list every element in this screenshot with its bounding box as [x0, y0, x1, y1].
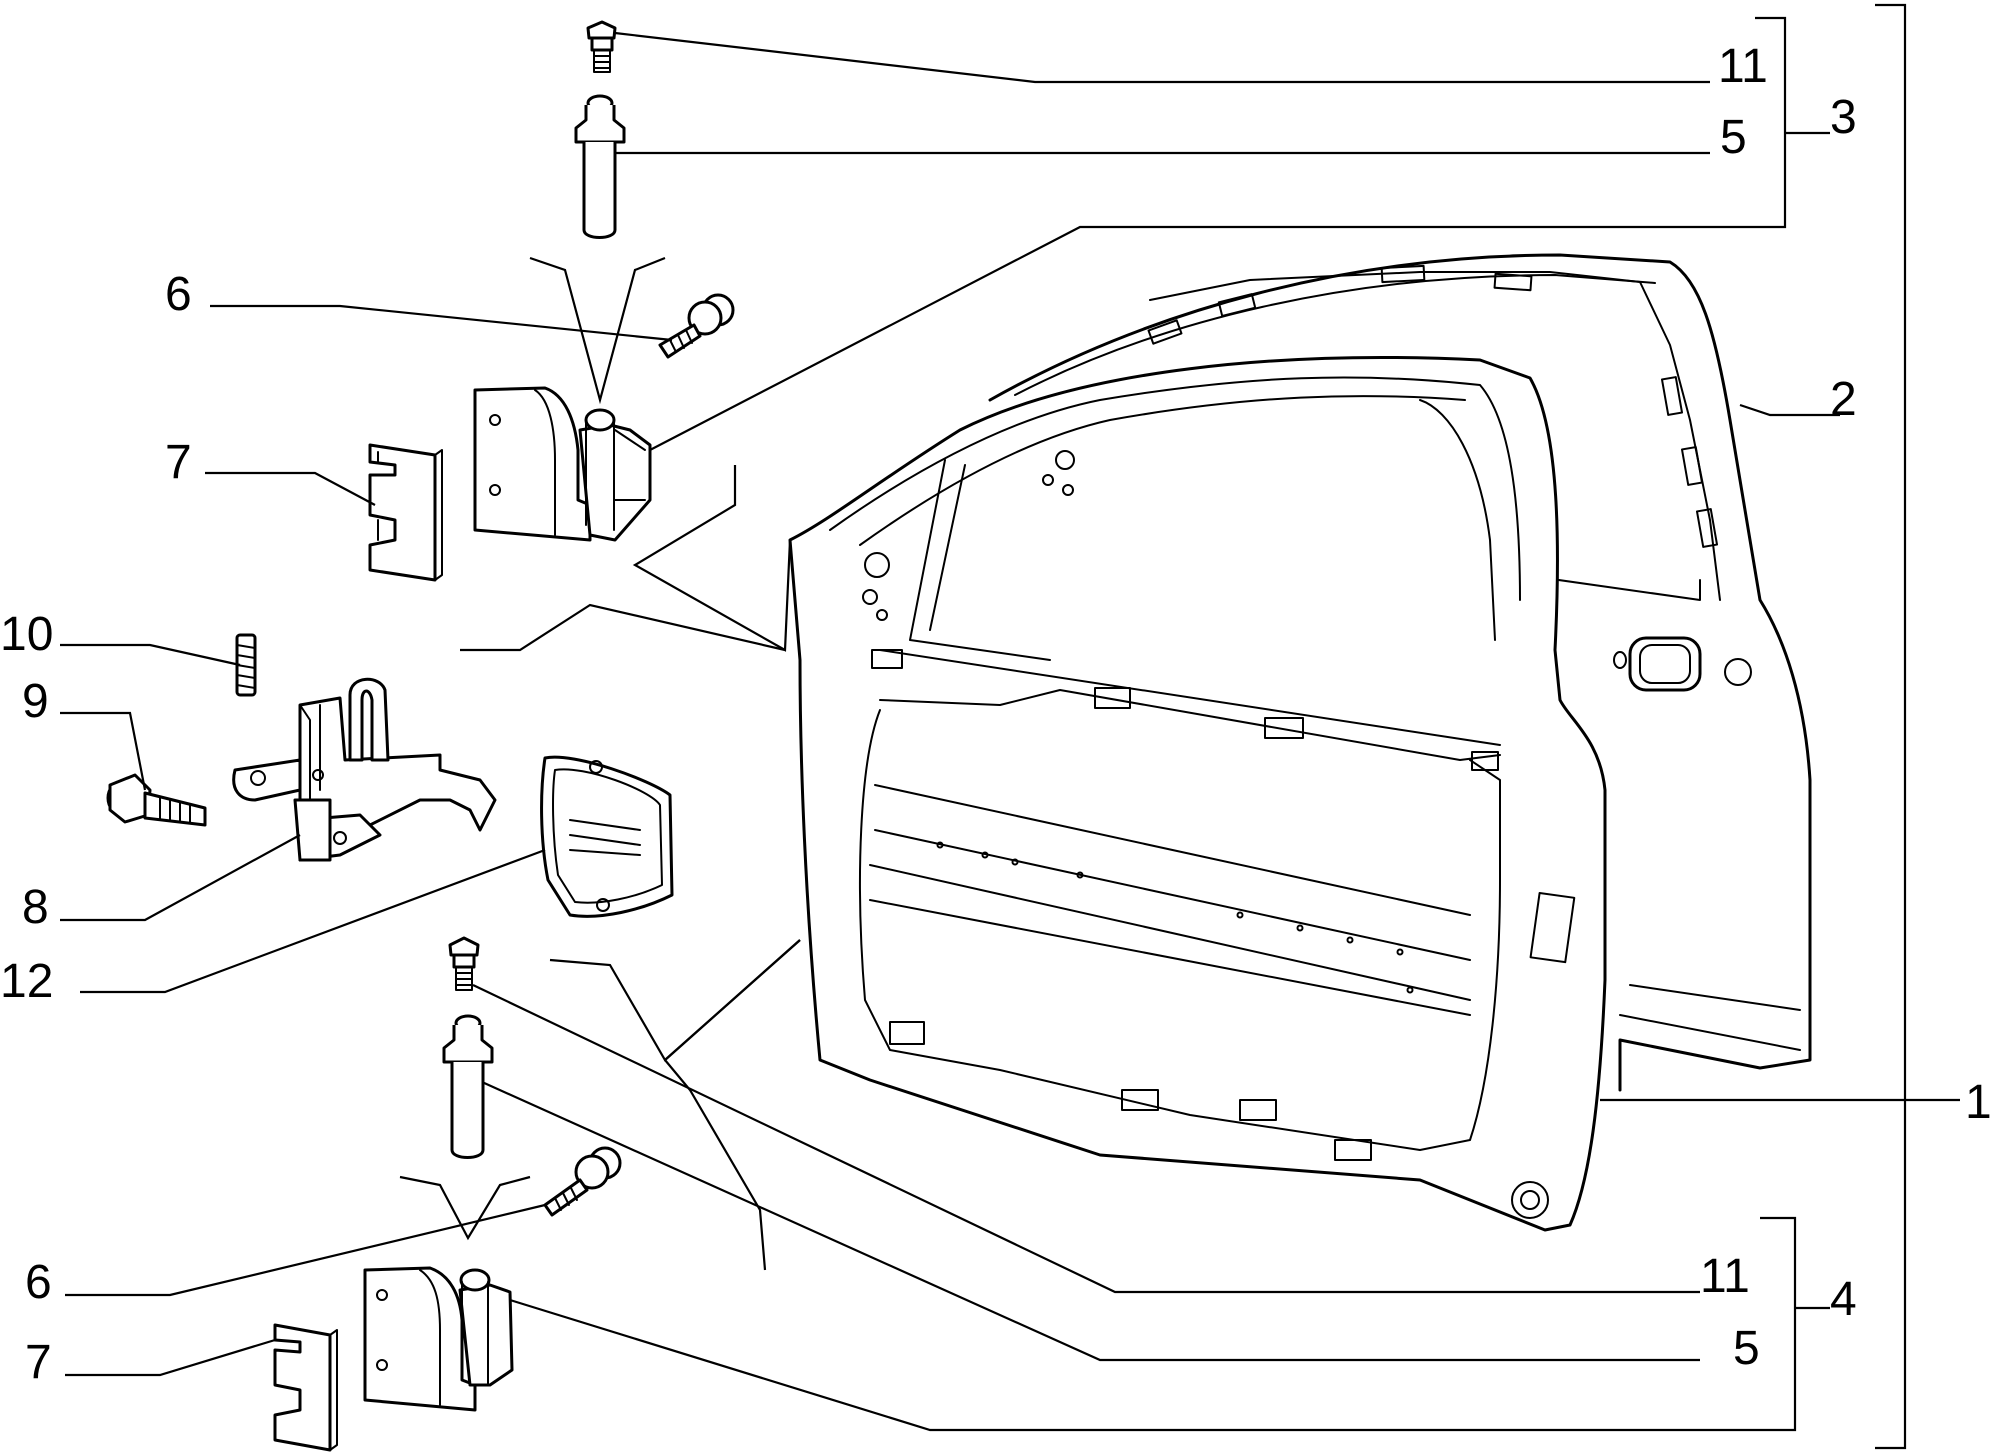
callout-4: 4 [1830, 1273, 1857, 1326]
callout-6-top: 6 [165, 268, 192, 321]
top-hinge-pin-5 [574, 94, 626, 239]
callout-5-top: 5 [1720, 111, 1747, 164]
callout-2: 2 [1830, 373, 1857, 426]
door-outer-panel [988, 253, 1812, 1092]
pad-12 [540, 755, 674, 918]
callout-labels: 1 2 3 4 11 5 6 7 10 9 8 12 11 5 6 7 [0, 40, 1992, 1389]
callout-12: 12 [0, 955, 53, 1008]
top-hinge-screw-11 [586, 20, 617, 73]
check-strap-8 [232, 677, 497, 862]
top-hinge-body [473, 386, 652, 542]
callout-6-bottom: 6 [25, 1256, 52, 1309]
top-hinge-shim-7 [368, 443, 443, 582]
door-inner-frame [788, 356, 1607, 1232]
callout-3: 3 [1830, 91, 1857, 144]
callout-9: 9 [22, 675, 49, 728]
check-strap-bolt-9 [106, 773, 207, 827]
callout-1: 1 [1965, 1076, 1992, 1129]
bottom-hinge-pin-5 [442, 1014, 494, 1159]
callout-11-top: 11 [1718, 40, 1768, 93]
callout-7-bottom: 7 [25, 1336, 52, 1389]
callout-10: 10 [0, 608, 53, 661]
callout-5-bottom: 5 [1733, 1322, 1760, 1375]
callout-8: 8 [22, 881, 49, 934]
leader-lines [60, 3, 1960, 1450]
callout-11-bottom: 11 [1700, 1250, 1750, 1303]
bottom-hinge-bolt-6 [543, 1146, 622, 1217]
alignment-lines [399, 256, 801, 1271]
bottom-hinge-screw-11 [448, 936, 480, 991]
callout-7-top: 7 [165, 436, 192, 489]
check-strap-pin-10 [235, 633, 257, 697]
bottom-hinge-shim-7 [273, 1323, 338, 1452]
top-hinge-bolt-6 [658, 293, 735, 359]
bottom-hinge-body [363, 1266, 514, 1412]
